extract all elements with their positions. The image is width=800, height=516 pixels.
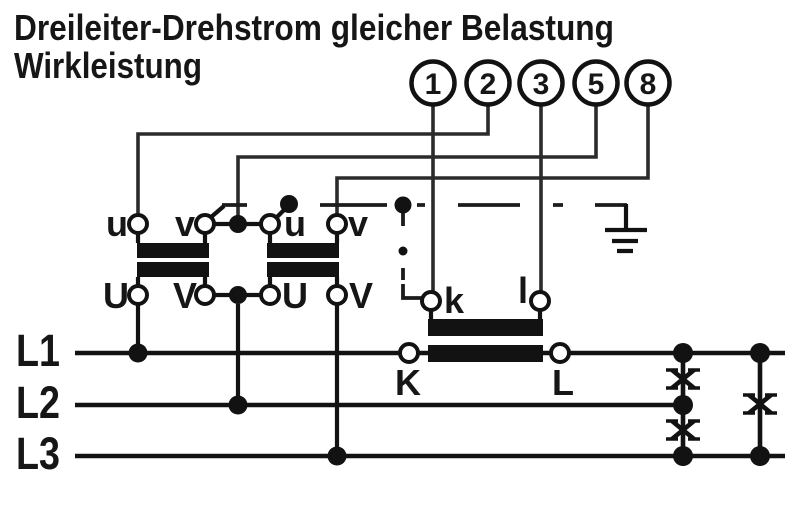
title-line-1: Dreileiter-Drehstrom gleicher Belastung (14, 7, 614, 48)
terminal-v1 (194, 213, 216, 235)
terminal-v2 (326, 213, 348, 235)
title-line-2: Wirkleistung (14, 45, 202, 86)
voltage-transformer-right: u v U V (229, 203, 373, 316)
junction-dot-u2-earth (280, 195, 298, 213)
terminal-V1 (194, 284, 216, 306)
winding-bar-primary (428, 345, 543, 362)
meter-terminal-label-1: 1 (425, 68, 442, 101)
terminal-label-u2: u (284, 203, 306, 244)
meter-terminals: 1 2 3 5 8 (409, 59, 672, 107)
junction-dot-k-earth (394, 196, 412, 214)
ground-symbol (605, 204, 647, 254)
terminal-u1 (127, 213, 149, 235)
winding-bar-primary (137, 262, 209, 277)
chain-elbow-to-k (401, 284, 423, 300)
chain-dot (398, 246, 408, 256)
junction-dot (750, 343, 770, 363)
terminal-label-V2: V (349, 275, 373, 316)
transformer-phase-drops (135, 304, 340, 456)
junction-dot (673, 446, 693, 466)
junction-dot-bottom (229, 286, 247, 304)
wire-terminal-2-to-u1 (136, 105, 490, 216)
winding-bar-secondary (267, 243, 339, 258)
junction-dot-L3 (327, 446, 347, 466)
phase-label-L3: L3 (16, 428, 60, 479)
earthing-chain (208, 195, 647, 300)
terminal-label-l: l (518, 270, 528, 311)
meter-terminal-circle-1 (409, 59, 457, 107)
terminal-label-v2: v (348, 203, 368, 244)
terminal-label-L: L (552, 362, 574, 403)
junction-dot-L2 (228, 395, 248, 415)
current-transformer: k l K L (395, 270, 574, 403)
terminal-U1 (127, 284, 149, 306)
meter-terminal-circle-3 (517, 59, 565, 107)
phase-label-L1: L1 (16, 325, 60, 376)
meter-terminal-circle-5 (572, 59, 620, 107)
terminal-L (549, 342, 571, 364)
phase-label-L2: L2 (16, 377, 60, 428)
junction-dot-L1 (128, 343, 148, 363)
disconnect-links (666, 343, 777, 466)
wire-terminal-8-to-v2 (335, 105, 650, 216)
meter-terminal-circle-2 (464, 59, 512, 107)
meter-connection-wires (136, 105, 650, 292)
terminal-U2 (259, 284, 281, 306)
terminal-label-K: K (395, 362, 421, 403)
terminal-label-u1: u (106, 203, 128, 244)
terminal-label-V1: V (173, 275, 197, 316)
winding-bar-secondary (428, 319, 543, 336)
winding-bar-secondary (137, 243, 209, 258)
terminal-label-v1: v (175, 203, 195, 244)
voltage-transformer-left: u v U V (103, 203, 261, 316)
meter-terminal-label-5: 5 (588, 68, 605, 101)
winding-stubs (135, 233, 208, 287)
terminal-label-U1: U (103, 275, 129, 316)
terminal-l (529, 290, 551, 312)
winding-stubs (267, 233, 340, 287)
meter-terminal-label-3: 3 (533, 68, 550, 101)
junction-dot (750, 446, 770, 466)
junction-dot (673, 343, 693, 363)
meter-terminal-label-2: 2 (480, 68, 497, 101)
link-to-right-transformer (214, 221, 261, 298)
terminal-K (398, 342, 420, 364)
meter-terminal-circle-8 (624, 59, 672, 107)
junction-dot (673, 395, 693, 415)
terminal-label-k: k (444, 280, 465, 321)
terminal-u2 (259, 213, 281, 235)
meter-terminal-label-8: 8 (640, 68, 657, 101)
ground-bars (605, 227, 647, 254)
terminal-V2 (326, 284, 348, 306)
terminal-label-U2: U (282, 275, 308, 316)
title: Dreileiter-Drehstrom gleicher Belastung … (14, 7, 614, 86)
junction-dot-top (229, 215, 247, 233)
terminal-k (420, 290, 442, 312)
winding-bar-primary (267, 262, 339, 277)
wire-terminal-5-to-junction (236, 105, 598, 217)
